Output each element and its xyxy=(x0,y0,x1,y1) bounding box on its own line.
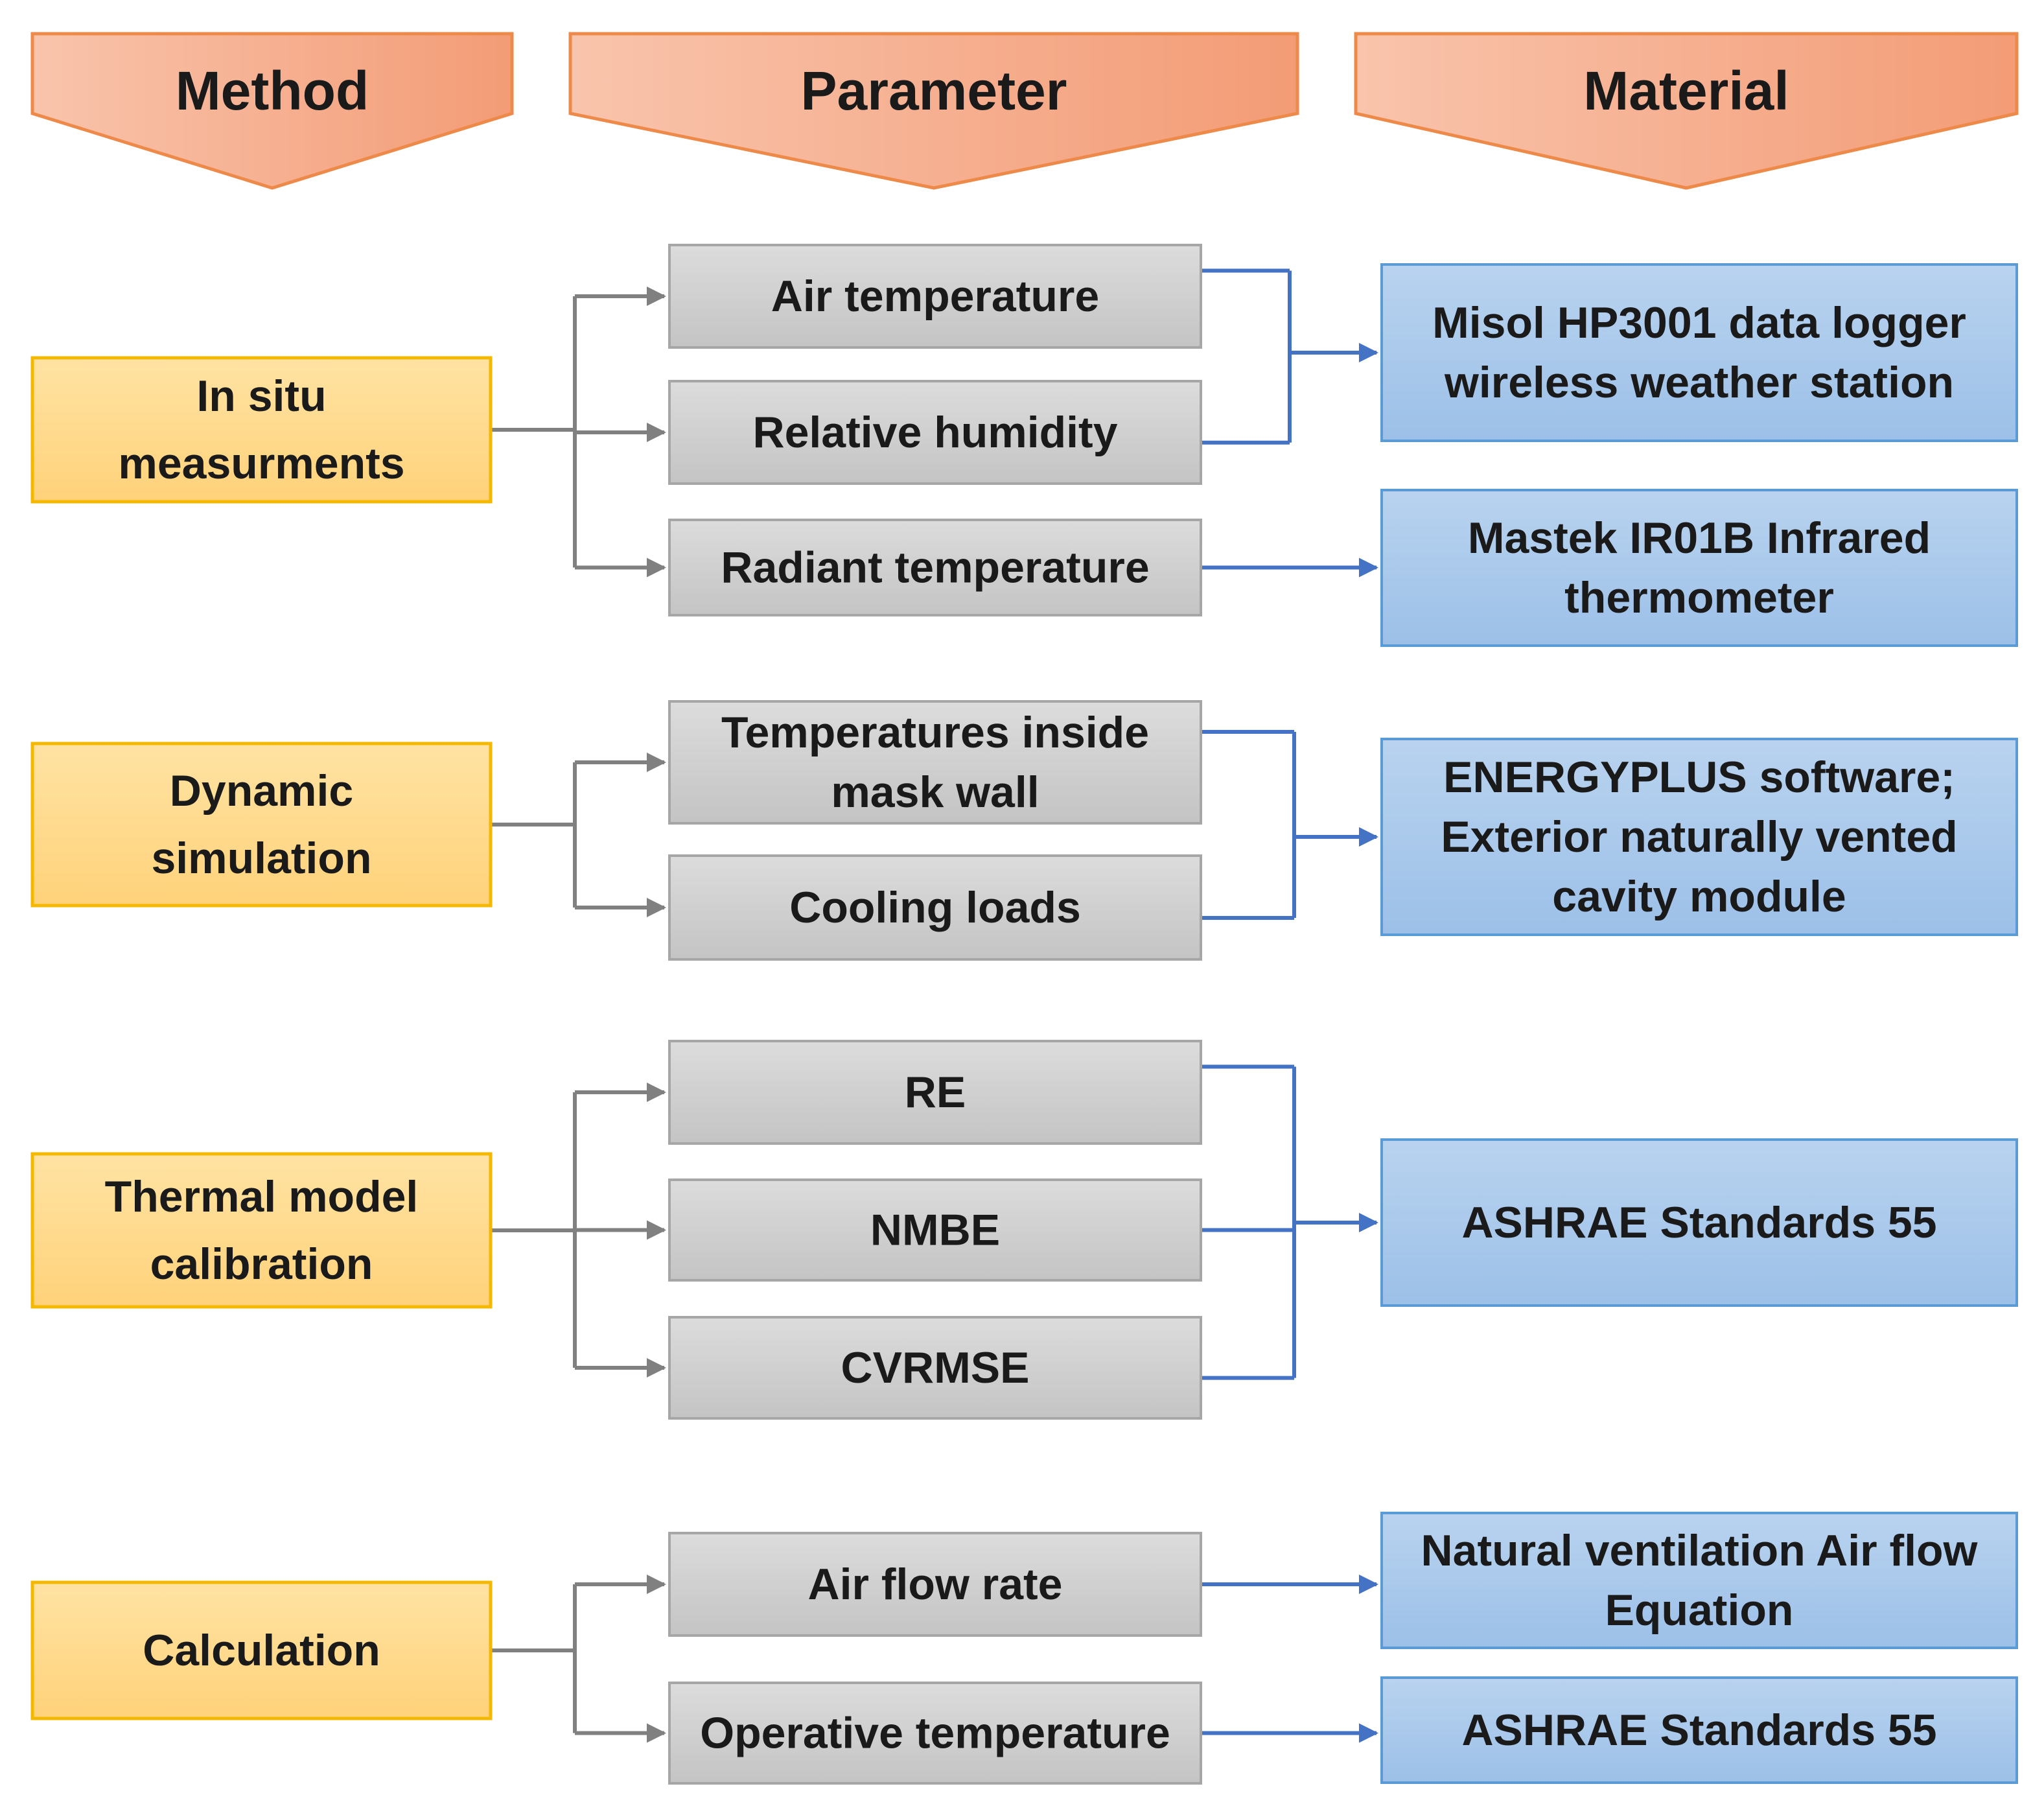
column-headers: Method Parameter Material xyxy=(30,32,2019,190)
material-box-shape xyxy=(1380,1676,2018,1784)
parameter-label: Cooling loads xyxy=(789,883,1081,932)
method-box: In situ measurments xyxy=(30,356,493,504)
parameter-label: mask wall xyxy=(831,768,1039,817)
group-2: Dynamic simulation Temperatures inside mask… xyxy=(30,700,2018,961)
method-box-shape xyxy=(30,1152,493,1309)
parameter-box: Air temperature xyxy=(668,244,1202,349)
method-box: Dynamic simulation xyxy=(30,742,493,908)
parameter-box-shape xyxy=(668,854,1202,961)
header-banner-shape xyxy=(30,32,514,190)
material-label: Natural ventilation Air flow xyxy=(1421,1526,1979,1575)
parameter-box: Air flow rate xyxy=(668,1532,1202,1637)
parameter-box-shape xyxy=(668,519,1202,616)
material-box: ENERGYPLUS software; Exterior naturally v… xyxy=(1380,738,2018,936)
parameter-box: RE xyxy=(668,1040,1202,1145)
material-box: Mastek IR01B Infrared thermometer xyxy=(1380,489,2018,647)
material-box-shape xyxy=(1380,263,2018,442)
material-box-shape xyxy=(1380,1512,2018,1649)
material-label: Exterior naturally vented xyxy=(1441,812,1957,862)
parameter-box: Operative temperature xyxy=(668,1682,1202,1785)
parameter-box-shape xyxy=(668,1532,1202,1637)
method-box: Thermal model calibration xyxy=(30,1152,493,1309)
connector-lines xyxy=(491,268,1378,1743)
material-label: Mastek IR01B Infrared xyxy=(1468,513,1931,563)
parameter-box: NMBE xyxy=(668,1179,1202,1282)
material-label: Misol HP3001 data logger xyxy=(1432,298,1966,347)
material-label: thermometer xyxy=(1564,573,1834,622)
method-label: simulation xyxy=(151,834,371,883)
group-1: In situ measurments Air temperatureRelativ… xyxy=(30,244,2018,647)
parameter-box: Cooling loads xyxy=(668,854,1202,961)
header-banner-shape xyxy=(568,32,1299,190)
parameter-box-shape xyxy=(668,380,1202,485)
material-label: ENERGYPLUS software; xyxy=(1443,753,1955,802)
header-label: Method xyxy=(176,60,369,121)
parameter-box: CVRMSE xyxy=(668,1316,1202,1420)
diagram-nodes: In situ measurments Air temperatureRelativ… xyxy=(30,244,2018,1785)
parameter-label: Air temperature xyxy=(771,272,1099,321)
header-material: Material xyxy=(1354,32,2019,190)
method-label: Calculation xyxy=(143,1626,380,1675)
method-label: In situ xyxy=(196,371,326,421)
material-box-shape xyxy=(1380,738,2018,936)
material-label: ASHRAE Standards 55 xyxy=(1461,1706,1936,1755)
parameter-box-shape xyxy=(668,1682,1202,1785)
parameter-label: Radiant temperature xyxy=(721,543,1149,592)
parameter-label: Relative humidity xyxy=(752,408,1117,457)
parameter-box-shape xyxy=(668,1316,1202,1420)
material-box-shape xyxy=(1380,1138,2018,1307)
method-label: Thermal model xyxy=(105,1172,419,1221)
header-parameter: Parameter xyxy=(568,32,1299,190)
method-box-shape xyxy=(30,1580,493,1720)
parameter-box-shape xyxy=(668,1179,1202,1282)
parameter-box: Temperatures inside mask wall xyxy=(668,700,1202,825)
header-banner-shape xyxy=(1354,32,2019,190)
parameter-box: Radiant temperature xyxy=(668,519,1202,616)
method-box: Calculation xyxy=(30,1580,493,1720)
parameter-label: CVRMSE xyxy=(841,1343,1030,1392)
material-box: ASHRAE Standards 55 xyxy=(1380,1138,2018,1307)
parameter-box-shape xyxy=(668,700,1202,825)
parameter-box: Relative humidity xyxy=(668,380,1202,485)
material-box-shape xyxy=(1380,489,2018,647)
material-label: wireless weather station xyxy=(1444,358,1954,407)
group-3: Thermal model calibration RE NMBE CVRMSE ASHR… xyxy=(30,1040,2018,1420)
material-box: Misol HP3001 data logger wireless weather… xyxy=(1380,263,2018,442)
parameter-label: Temperatures inside xyxy=(721,708,1149,757)
parameter-label: Operative temperature xyxy=(700,1709,1170,1758)
material-box: ASHRAE Standards 55 xyxy=(1380,1676,2018,1784)
parameter-box-shape xyxy=(668,244,1202,349)
method-label: Dynamic xyxy=(170,766,353,815)
parameter-box-shape xyxy=(668,1040,1202,1145)
parameter-label: RE xyxy=(905,1068,966,1117)
method-label: calibration xyxy=(150,1239,373,1289)
parameter-label: NMBE xyxy=(870,1206,1000,1255)
material-label: Equation xyxy=(1605,1586,1794,1635)
method-label: measurments xyxy=(118,439,404,488)
header-method: Method xyxy=(30,32,514,190)
parameter-label: Air flow rate xyxy=(808,1560,1063,1609)
header-label: Material xyxy=(1583,60,1789,121)
material-label: ASHRAE Standards 55 xyxy=(1461,1198,1936,1247)
header-label: Parameter xyxy=(801,60,1067,121)
method-box-shape xyxy=(30,742,493,908)
method-box-shape xyxy=(30,356,493,504)
material-label: cavity module xyxy=(1552,872,1846,921)
